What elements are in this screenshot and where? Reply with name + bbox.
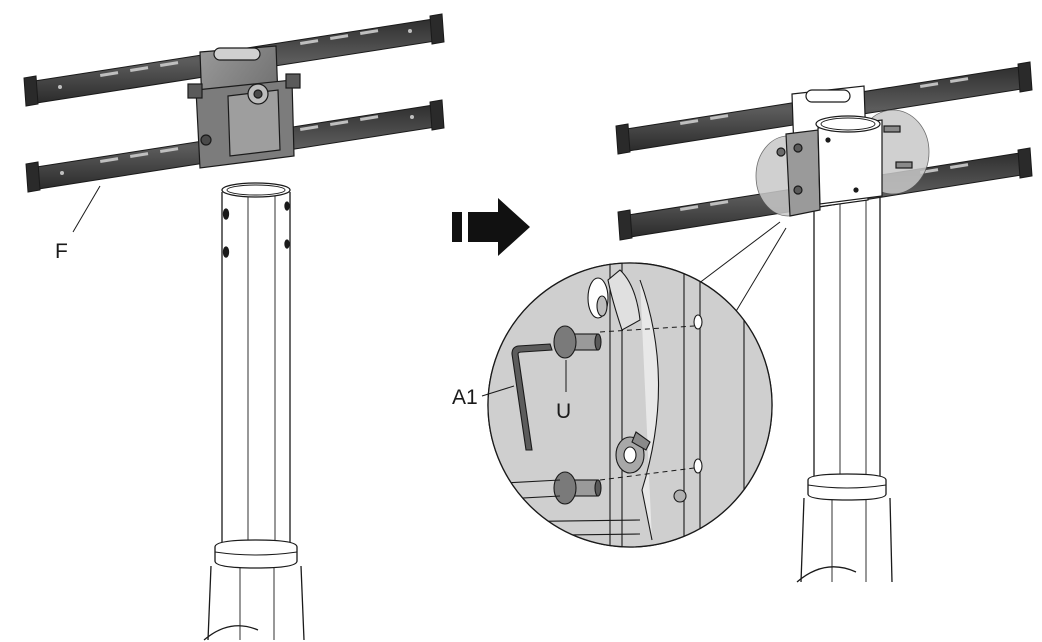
right-assembly: U A1 [452,61,1033,583]
right-mount-bracket [776,85,913,217]
left-mount-bracket [187,45,301,169]
label-f-group: F [55,185,101,263]
label-a1-leader [481,385,515,397]
right-pole [796,196,893,583]
label-f-leader [72,185,101,233]
left-assembly: F [23,13,445,641]
bolt-upper [553,325,602,359]
hex-key-tool [511,343,553,451]
left-pole [203,182,305,641]
label-a1: A1 [452,386,478,409]
label-f: F [55,240,68,263]
adjust-knob [615,431,651,474]
zoom-leader-upper [689,221,781,291]
zoom-detail: U [487,262,773,548]
label-a1-group: A1 [452,385,515,409]
right-arrow-icon [452,198,530,256]
label-u: U [556,400,571,423]
